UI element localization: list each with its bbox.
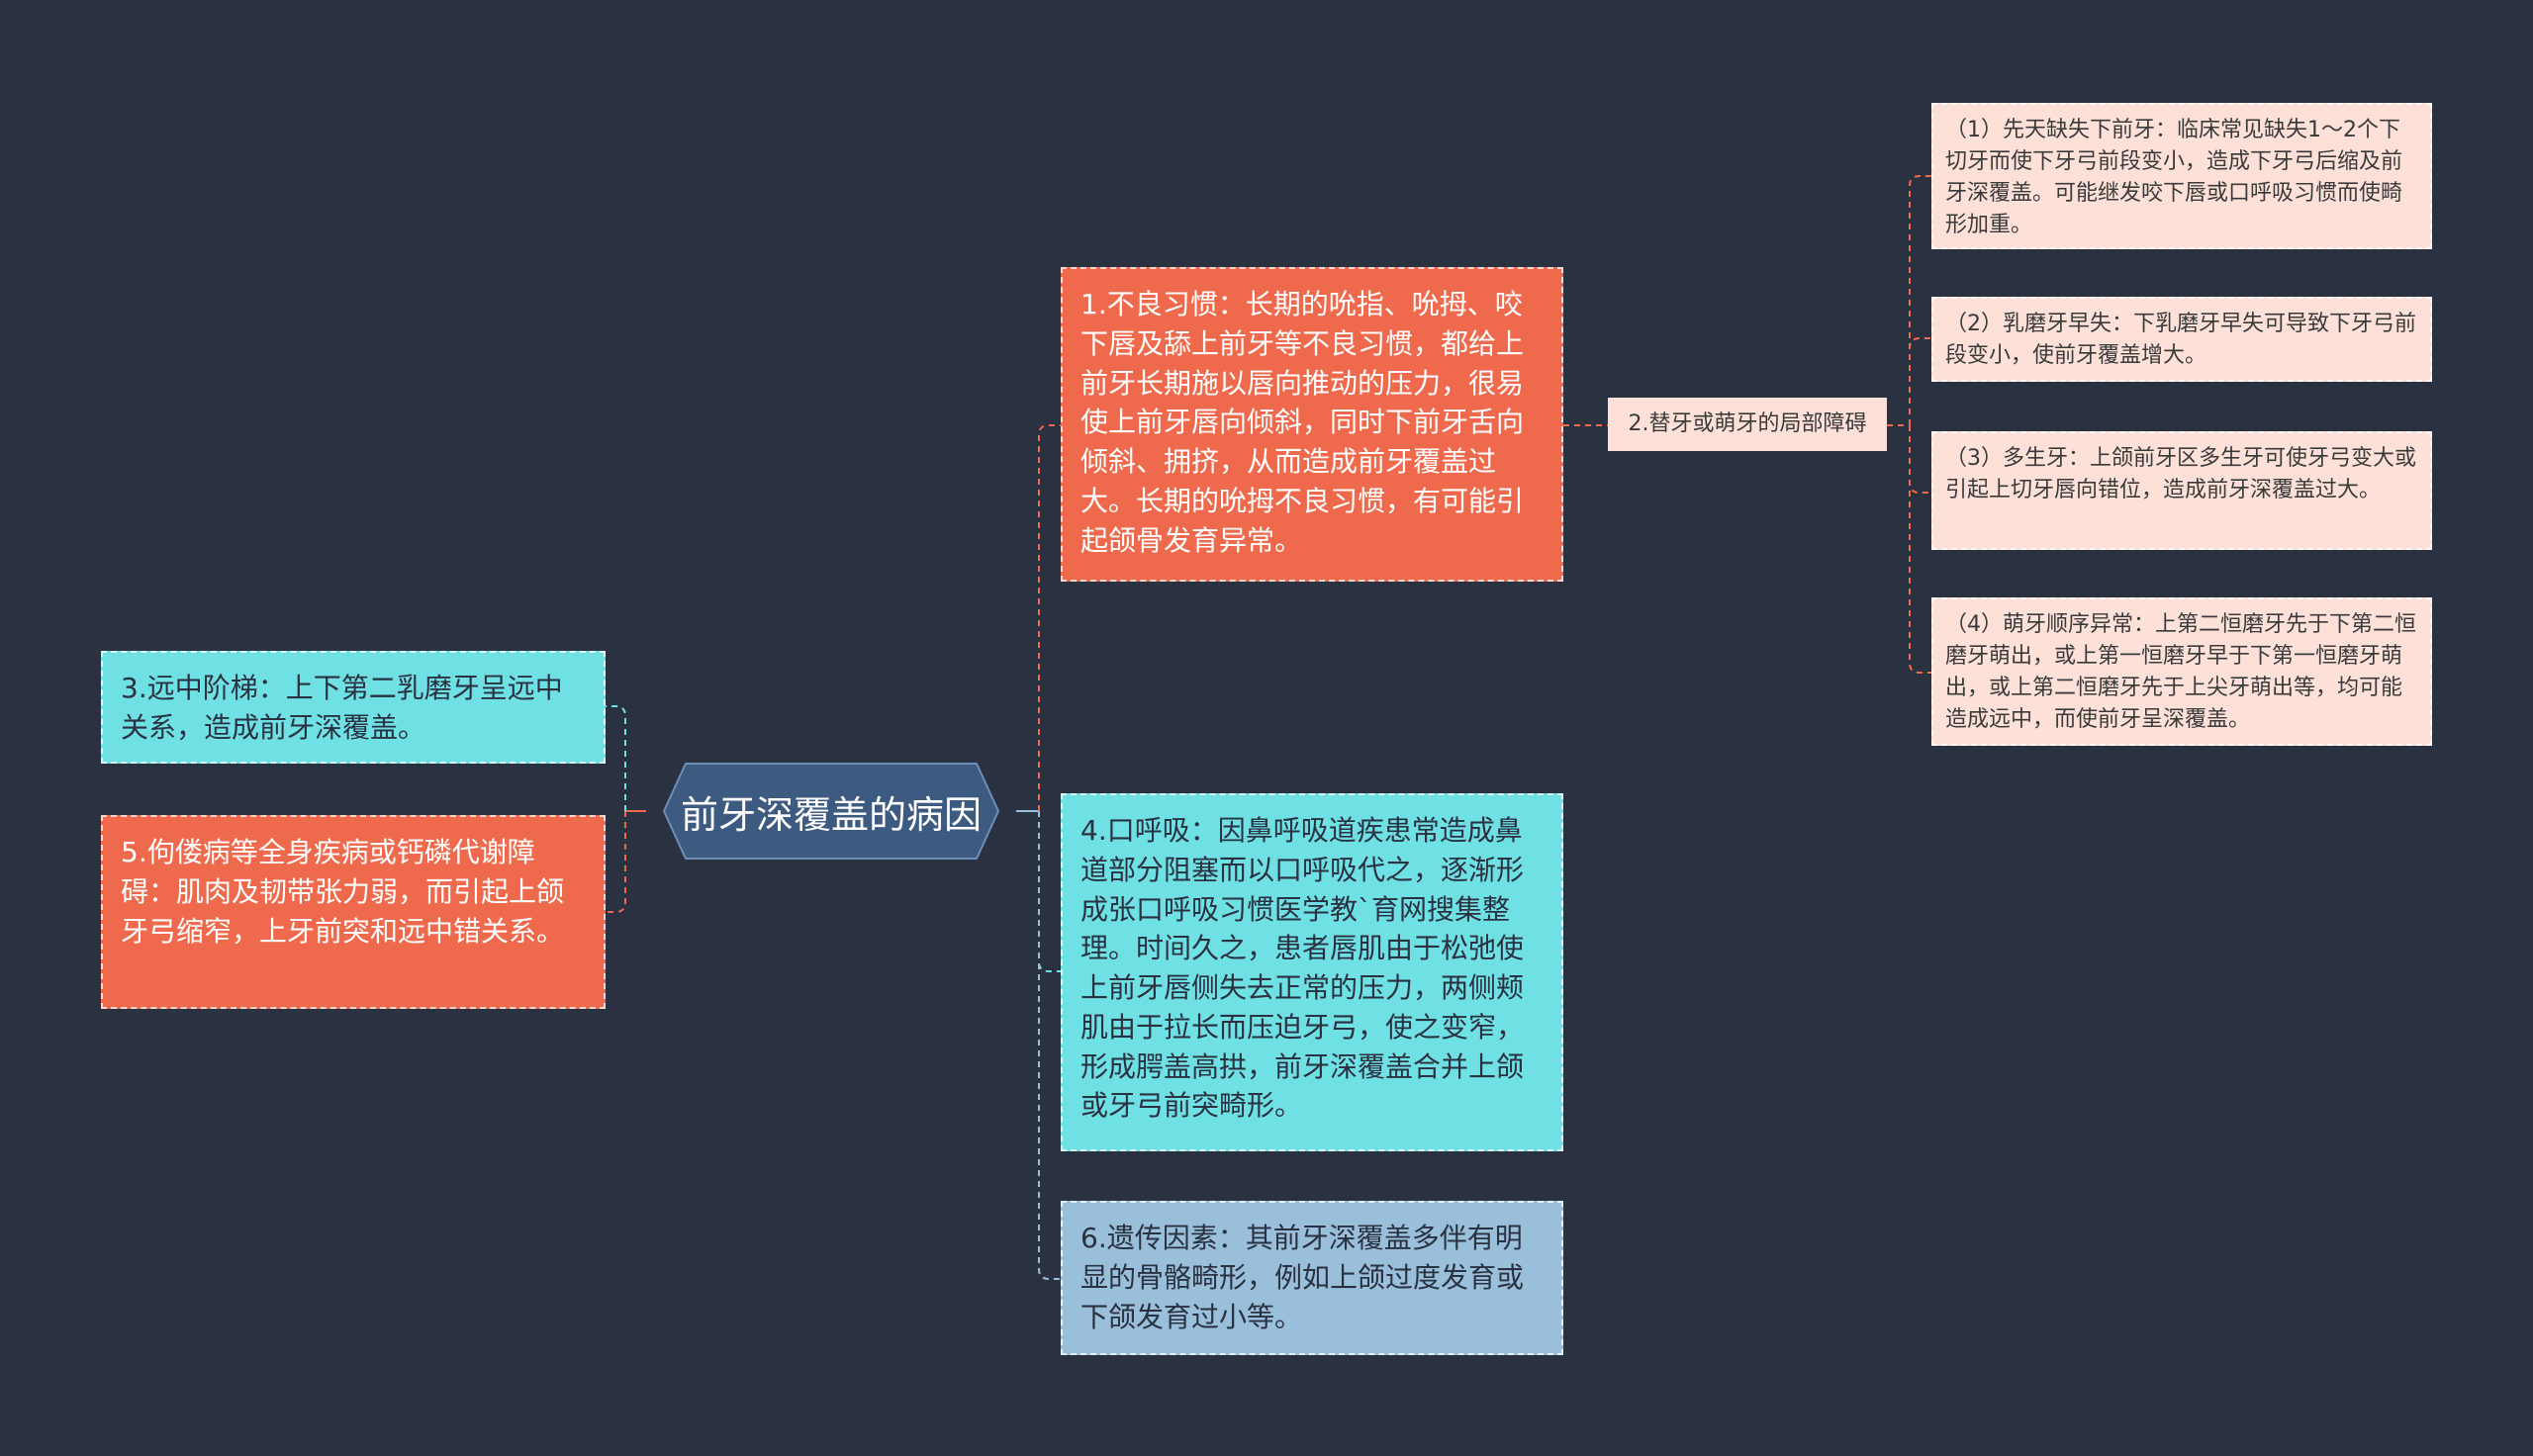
node-supernumerary-teeth[interactable]: （3）多生牙：上颌前牙区多生牙可使牙弓变大或引起上切牙唇向错位，造成前牙深覆盖过… (1931, 431, 2432, 550)
node-eruption-sequence-text: （4）萌牙顺序异常：上第二恒磨牙先于下第二恒磨牙萌出，或上第一恒磨牙早于下第一恒… (1945, 612, 2416, 732)
node-early-molar-loss-text: （2）乳磨牙早失：下乳磨牙早失可导致下牙弓前段变小，使前牙覆盖增大。 (1945, 312, 2416, 368)
link-to-n4 (1038, 811, 1061, 972)
node-local-obstacle[interactable]: 2.替牙或萌牙的局部障碍 (1608, 398, 1887, 451)
node-rickets-text: 5.佝偻病等全身疾病或钙磷代谢障碍：肌肉及韧带张力弱，而引起上颌牙弓缩窄，上牙前… (121, 836, 565, 948)
node-eruption-sequence[interactable]: （4）萌牙顺序异常：上第二恒磨牙先于下第二恒磨牙萌出，或上第一恒磨牙早于下第一恒… (1931, 597, 2432, 746)
node-heredity[interactable]: 6.遗传因素：其前牙深覆盖多伴有明显的骨骼畸形，例如上颌过度发育或下颌发育过小等… (1061, 1201, 1563, 1355)
root-hexagon-shape (662, 763, 1000, 860)
node-mouth-breathing-text: 4.口呼吸：因鼻呼吸道疾患常造成鼻道部分阻塞而以口呼吸代之，逐渐形成张口呼吸习惯… (1080, 814, 1525, 1123)
node-mouth-breathing[interactable]: 4.口呼吸：因鼻呼吸道疾患常造成鼻道部分阻塞而以口呼吸代之，逐渐形成张口呼吸习惯… (1061, 793, 1563, 1151)
node-bad-habits-text: 1.不良习惯：长期的吮指、吮拇、咬下唇及舔上前牙等不良习惯，都给上前牙长期施以唇… (1080, 288, 1525, 557)
node-missing-incisors-text: （1）先天缺失下前牙：临床常见缺失1～2个下切牙而使下牙弓前段变小，造成下牙弓后… (1945, 118, 2403, 237)
node-bad-habits[interactable]: 1.不良习惯：长期的吮指、吮拇、咬下唇及舔上前牙等不良习惯，都给上前牙长期施以唇… (1061, 267, 1563, 582)
link-to-n3 (606, 705, 626, 811)
link-to-n6 (1038, 811, 1061, 1280)
node-distal-step-text: 3.远中阶梯：上下第二乳磨牙呈远中关系，造成前牙深覆盖。 (121, 672, 563, 744)
root-label: 前牙深覆盖的病因 (680, 792, 982, 837)
link-to-n2-4 (1909, 425, 1931, 674)
node-missing-incisors[interactable]: （1）先天缺失下前牙：临床常见缺失1～2个下切牙而使下牙弓前段变小，造成下牙弓后… (1931, 103, 2432, 249)
link-to-n2-1 (1909, 175, 1931, 425)
node-heredity-text: 6.遗传因素：其前牙深覆盖多伴有明显的骨骼畸形，例如上颌过度发育或下颌发育过小等… (1080, 1222, 1525, 1333)
link-to-n1 (1038, 424, 1061, 811)
link-to-n2-2 (1909, 337, 1931, 425)
node-distal-step[interactable]: 3.远中阶梯：上下第二乳磨牙呈远中关系，造成前牙深覆盖。 (101, 651, 606, 764)
node-rickets[interactable]: 5.佝偻病等全身疾病或钙磷代谢障碍：肌肉及韧带张力弱，而引起上颌牙弓缩窄，上牙前… (101, 815, 606, 1009)
link-to-n2-3 (1909, 425, 1931, 494)
root-node[interactable]: 前牙深覆盖的病因 (646, 762, 1016, 861)
node-supernumerary-teeth-text: （3）多生牙：上颌前牙区多生牙可使牙弓变大或引起上切牙唇向错位，造成前牙深覆盖过… (1945, 446, 2416, 502)
link-to-n5 (606, 811, 626, 913)
node-local-obstacle-text: 2.替牙或萌牙的局部障碍 (1628, 411, 1867, 437)
node-early-molar-loss[interactable]: （2）乳磨牙早失：下乳磨牙早失可导致下牙弓前段变小，使前牙覆盖增大。 (1931, 297, 2432, 382)
